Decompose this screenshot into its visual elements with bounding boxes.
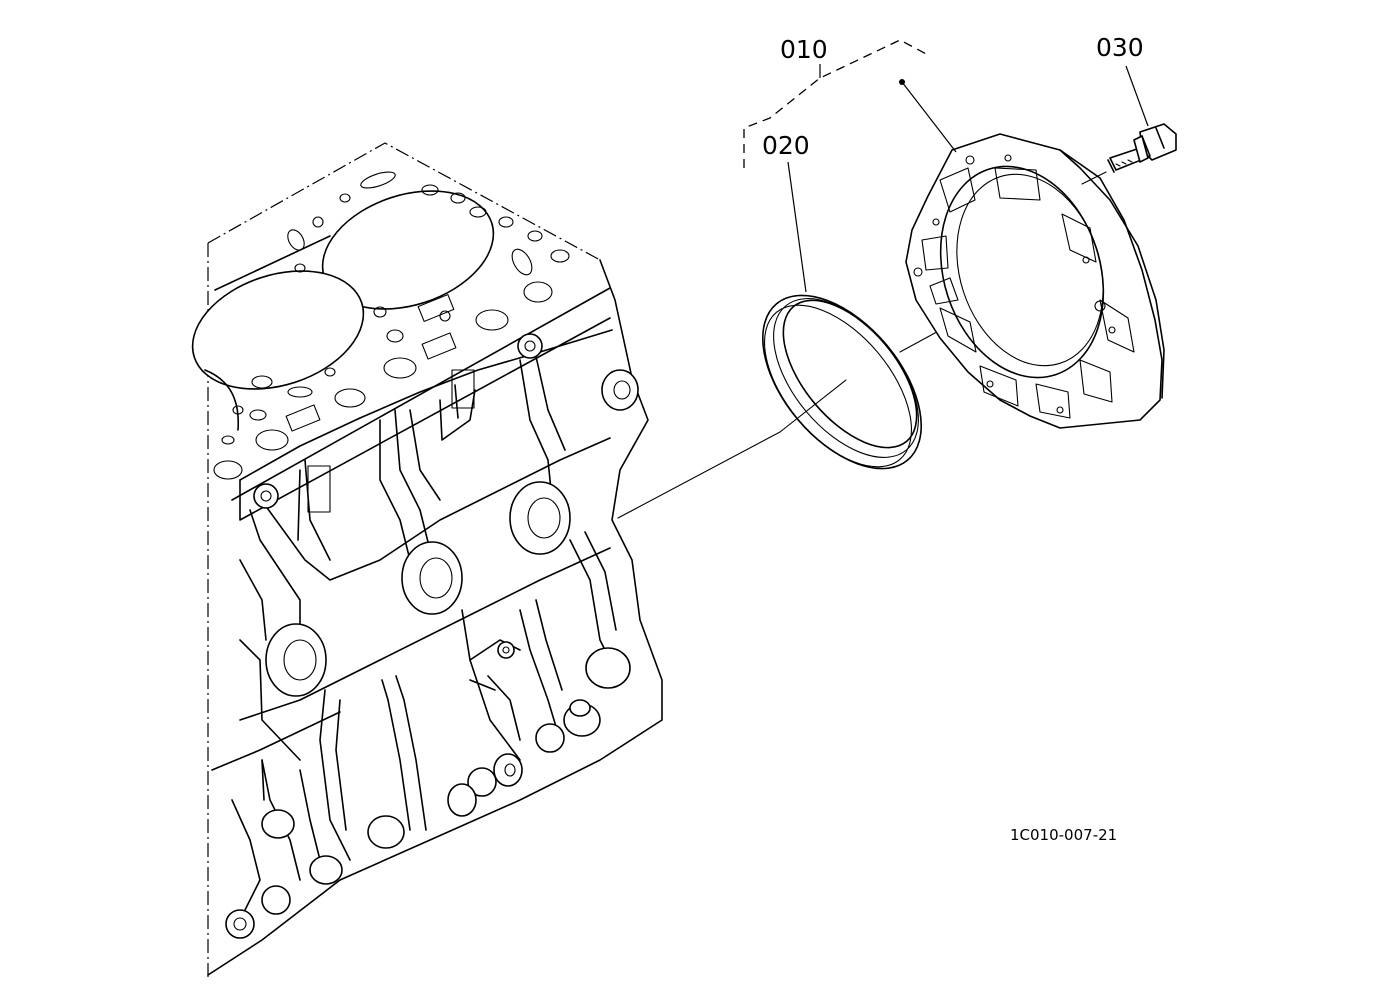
callout-010[interactable]: 010 (780, 35, 828, 64)
bearing-boss-2 (401, 541, 463, 615)
engine-block (191, 142, 663, 980)
callout-020[interactable]: 020 (762, 131, 810, 160)
rear-plate-010 (905, 133, 1165, 429)
cylinder-bore-2 (191, 270, 365, 390)
oil-seal-020 (761, 294, 923, 470)
callout-030[interactable]: 030 (1096, 33, 1144, 62)
bearing-boss-3 (265, 623, 327, 697)
leader-030 (1125, 65, 1149, 127)
leader-020 (787, 161, 807, 293)
bolt-030 (1081, 123, 1177, 185)
bearing-boss-1 (509, 481, 571, 555)
assembly-axis-line (617, 431, 781, 519)
figure-reference: 1C010-007-21 (1010, 826, 1117, 844)
leader-010-bracket (743, 39, 931, 168)
